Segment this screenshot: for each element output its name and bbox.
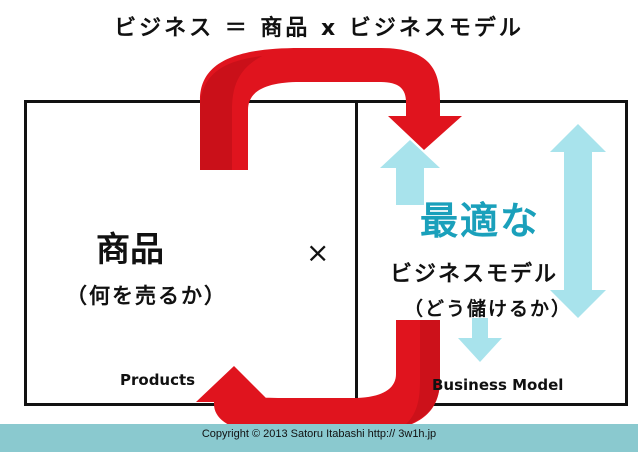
optimal-accent: 最適な xyxy=(420,199,541,243)
business-model-subheading: （どう儲けるか） xyxy=(404,298,573,320)
slide-title: ビジネス ＝ 商品 x ビジネスモデル xyxy=(114,16,524,41)
business-model-heading: ビジネスモデル xyxy=(390,262,559,287)
footer-bar xyxy=(0,424,638,452)
products-heading: 商品 xyxy=(96,230,164,270)
products-subheading: （何を売るか） xyxy=(66,284,227,308)
connector-box xyxy=(290,100,358,406)
products-label: Products xyxy=(120,371,196,389)
copyright-text: Copyright © 2013 Satoru Itabashi http://… xyxy=(201,428,437,440)
business-model-label: Business Model xyxy=(432,376,564,394)
multiply-sign: × xyxy=(306,236,330,269)
